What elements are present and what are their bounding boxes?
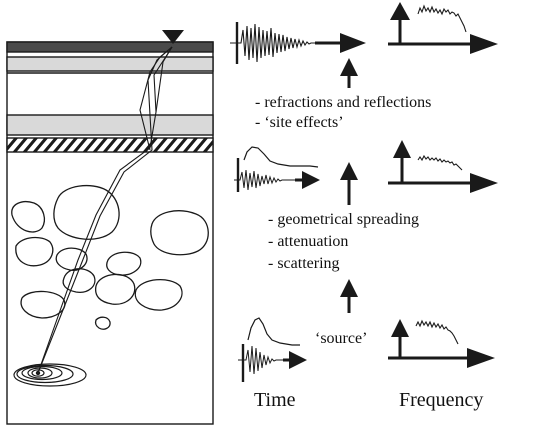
label-frequency-axis: Frequency bbox=[399, 389, 484, 411]
hatched-layer bbox=[6, 137, 214, 153]
seismogram-source bbox=[238, 317, 307, 382]
label-geometrical-spreading: - geometrical spreading bbox=[268, 211, 420, 228]
surface-layer bbox=[6, 41, 214, 53]
spectrum-recorded bbox=[388, 2, 498, 54]
station-triangle bbox=[162, 30, 184, 44]
label-site-effects: - ‘site effects’ bbox=[255, 114, 344, 131]
label-refractions-reflections: - refractions and reflections bbox=[255, 94, 432, 111]
scatterers bbox=[11, 184, 209, 330]
seismogram-recorded bbox=[230, 22, 366, 64]
arrow-up-2 bbox=[340, 162, 358, 205]
earthquake-source bbox=[13, 363, 87, 387]
label-source: ‘source’ bbox=[315, 330, 368, 347]
label-attenuation: - attenuation bbox=[268, 233, 349, 250]
ray-paths bbox=[37, 46, 173, 374]
spectrum-path bbox=[388, 140, 498, 193]
label-scattering: - scattering bbox=[268, 255, 340, 272]
spectrum-source bbox=[388, 319, 495, 368]
mid-layer bbox=[6, 114, 214, 136]
earth-cross-section bbox=[6, 41, 214, 425]
label-time-axis: Time bbox=[254, 389, 296, 411]
arrow-up-3 bbox=[340, 279, 358, 313]
shallow-layer bbox=[6, 56, 214, 72]
arrow-up-1 bbox=[340, 58, 358, 88]
seismogram-path bbox=[234, 146, 320, 192]
